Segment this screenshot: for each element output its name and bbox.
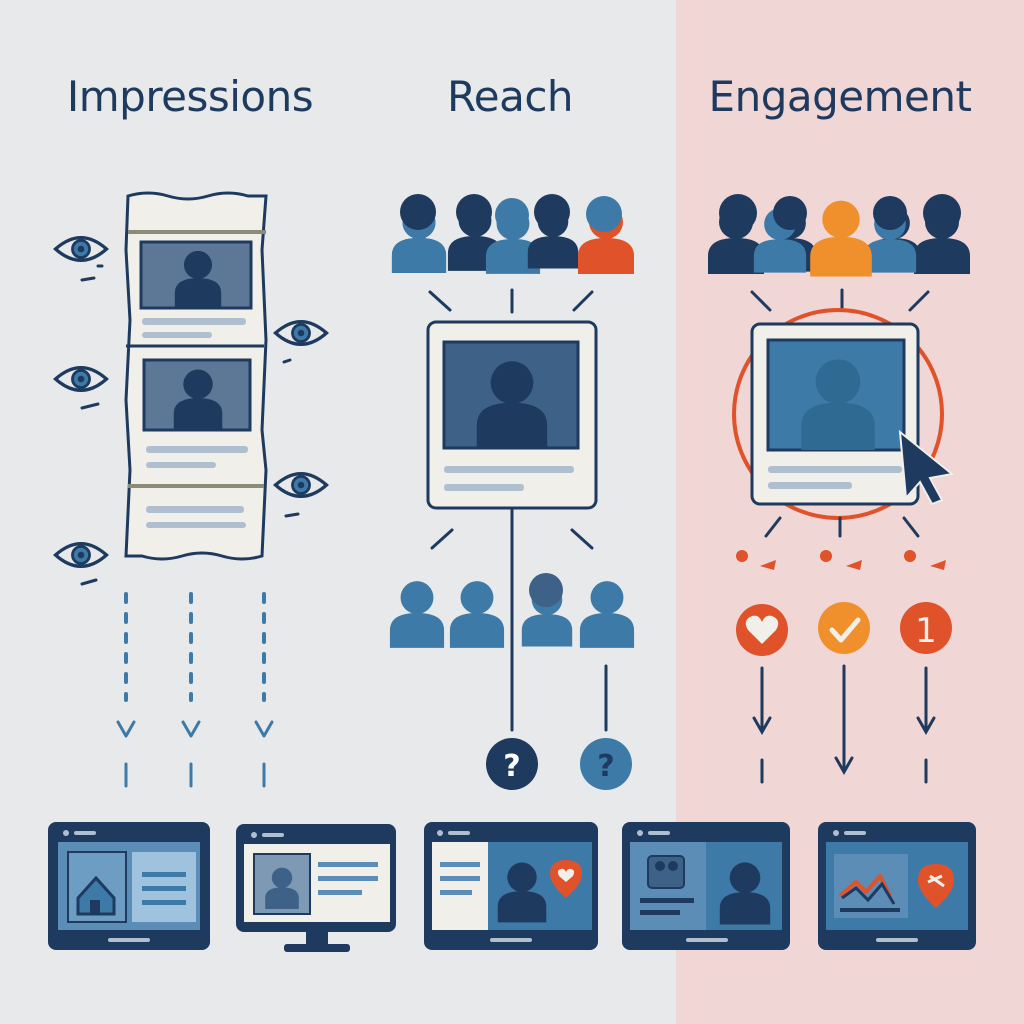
impressions-section <box>53 191 329 788</box>
monitor-icon <box>424 822 598 950</box>
question-mark-1: ? <box>503 749 520 784</box>
question-mark-2: ? <box>597 749 614 784</box>
eye-icon <box>53 235 109 263</box>
home-icon <box>76 875 116 916</box>
eye-icon <box>273 319 329 347</box>
check-icon <box>818 602 870 654</box>
monitor-icon <box>622 822 790 950</box>
title-reach: Reach <box>446 72 574 121</box>
count-number: 1 <box>915 611 937 651</box>
engagement-section: 1 <box>708 194 970 784</box>
reach-section: ? ? <box>389 194 635 790</box>
count-badge: 1 <box>900 602 952 654</box>
monitor-icon <box>48 822 210 950</box>
engagement-ring <box>732 308 944 520</box>
title-engagement: Engagement <box>708 72 972 121</box>
question-icon: ? <box>486 738 538 790</box>
heart-icon <box>736 604 788 656</box>
monitor-icon <box>818 822 976 950</box>
chart-icon <box>838 874 892 898</box>
eye-icon <box>273 471 329 499</box>
heart-icon <box>557 868 575 882</box>
title-impressions: Impressions <box>66 72 314 121</box>
eye-icon <box>53 541 109 569</box>
cursor-icon <box>898 429 955 506</box>
eye-icon <box>53 365 109 393</box>
question-icon: ? <box>580 738 632 790</box>
monitor-icon <box>236 824 396 952</box>
